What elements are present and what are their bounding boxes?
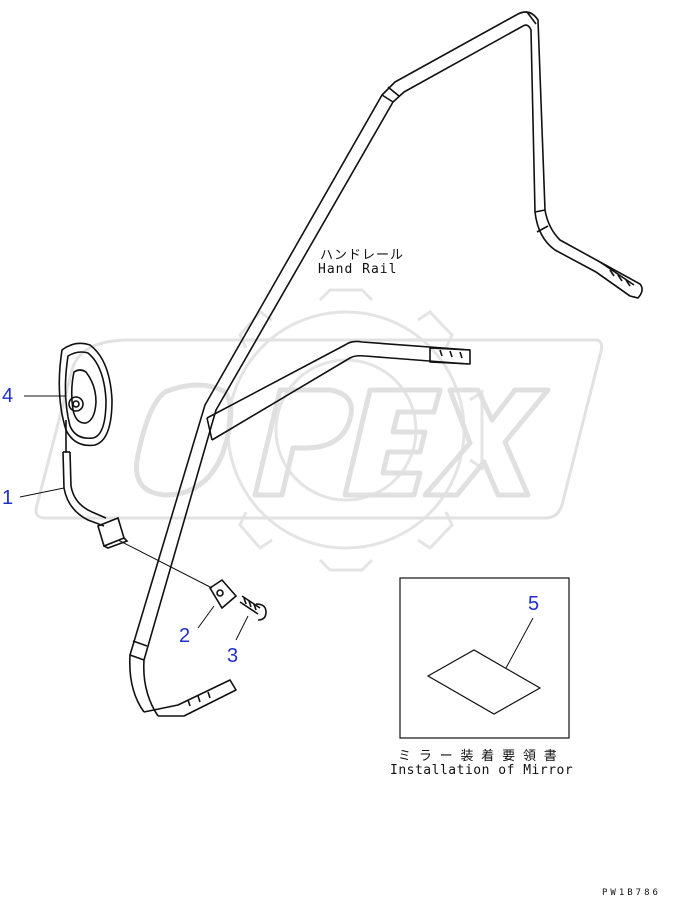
instruction-box — [399, 577, 570, 739]
instruction-label-en: Installation of Mirror — [390, 763, 574, 778]
callout-5: 5 — [528, 593, 540, 615]
instruction-label-jp: ミ ラ ー 装 着 要 領 書 — [398, 749, 557, 764]
hand-rail-label-en: Hand Rail — [318, 262, 398, 277]
watermark-letters — [134, 382, 551, 498]
leader-lines — [19, 395, 534, 669]
drawing-code: PW1B786 — [602, 888, 661, 898]
watermark-banner — [34, 338, 604, 520]
cross-rail — [206, 340, 471, 441]
callout-4: 4 — [2, 385, 14, 407]
mirror — [58, 342, 113, 447]
hand-rail-label-jp: ハンドレール — [320, 248, 405, 263]
hand-rail — [128, 11, 643, 717]
bracket-and-bolt — [117, 539, 267, 621]
callout-2: 2 — [179, 625, 191, 647]
watermark-gear — [226, 288, 484, 572]
callout-3: 3 — [227, 645, 239, 667]
callout-1: 1 — [2, 487, 14, 509]
